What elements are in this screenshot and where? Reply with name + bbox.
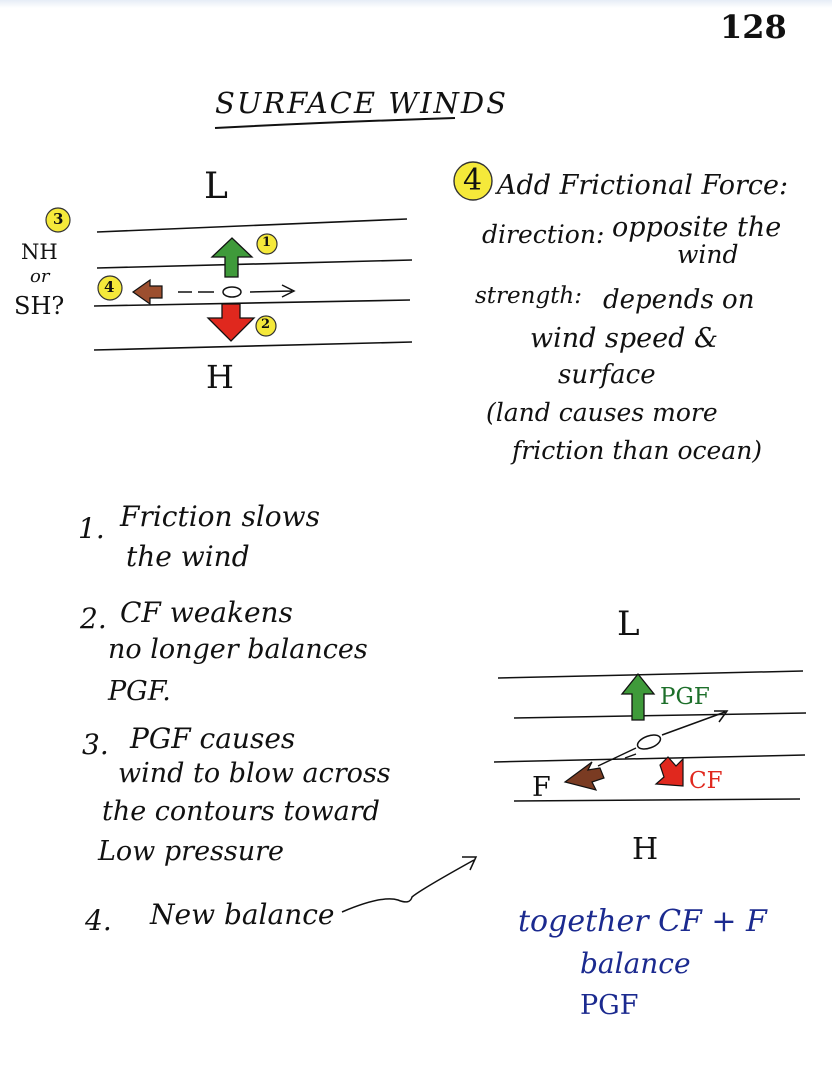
badge-4-step-circle: [453, 161, 493, 201]
left-contours: [93, 218, 413, 351]
list-item-4-number: 4.: [85, 904, 112, 937]
right-contours: [493, 670, 807, 802]
list-item-4-line1: New balance: [150, 898, 335, 931]
list-item-2-line2: no longer balances: [108, 634, 368, 665]
hemisphere-nh: NH: [21, 240, 58, 264]
list-item-1-line1: Friction slows: [120, 500, 320, 533]
badge-1-circle: [256, 233, 278, 255]
step4-strength-1: depends on: [603, 285, 755, 315]
list-item-3-line1: PGF causes: [130, 722, 296, 755]
step4-direction-text: opposite the: [612, 212, 782, 243]
title-underline: [214, 117, 456, 129]
right-wind-arrow: [661, 710, 729, 736]
right-f-label: F: [532, 772, 551, 803]
right-wind-tail: [597, 747, 637, 767]
list-item-2-line1: CF weakens: [120, 596, 293, 629]
left-low-label: L: [204, 166, 228, 207]
left-cf-arrow: [206, 303, 256, 342]
page-top-edge: [0, 0, 832, 8]
step4-direction-label: direction:: [482, 220, 605, 249]
step4-strength-2: wind speed &: [530, 323, 718, 354]
right-friction-arrow: [563, 761, 605, 791]
conclusion-line3: PGF: [580, 990, 639, 1021]
page-number: 128: [720, 8, 787, 46]
right-cf-arrow: [654, 756, 684, 787]
left-wind-arrow: [249, 284, 296, 298]
right-pgf-arrow: [620, 672, 656, 721]
step4-badge-label: 4: [463, 163, 483, 198]
right-cf-label: CF: [689, 768, 723, 794]
left-high-label: H: [206, 358, 234, 396]
badge-2-circle: [255, 315, 277, 337]
step4-strength-label: strength:: [475, 283, 582, 309]
step4-line1: Add Frictional Force:: [497, 170, 789, 201]
step4-note-1: (land causes more: [486, 398, 718, 427]
left-friction-arrow: [131, 278, 163, 306]
hemisphere-or: or: [30, 266, 50, 287]
left-pgf-arrow: [210, 237, 254, 278]
list-item-3-line4: Low pressure: [98, 836, 285, 867]
left-air-parcel: [222, 286, 242, 298]
conclusion-line1: together CF + F: [518, 904, 767, 939]
right-high-label: H: [632, 832, 659, 867]
step4-note-2: friction than ocean): [512, 436, 763, 465]
badge-1-label: 1: [262, 235, 272, 250]
hemisphere-sh: SH?: [14, 292, 65, 320]
list-item-2-number: 2.: [80, 602, 107, 635]
badge-2-label: 2: [261, 317, 271, 332]
list-item-3-line3: the contours toward: [102, 796, 380, 827]
step4-direction-text2: wind: [677, 240, 739, 269]
badge-3-label: 3: [53, 210, 64, 228]
badge-4-left-label: 4: [104, 278, 115, 296]
new-balance-arrow: [341, 856, 478, 913]
step4-strength-3: surface: [558, 360, 656, 390]
right-low-label: L: [617, 604, 640, 644]
list-item-3-line2: wind to blow across: [118, 758, 391, 789]
right-pgf-label: PGF: [660, 684, 710, 710]
list-item-3-number: 3.: [82, 728, 109, 761]
list-item-1-line2: the wind: [126, 540, 250, 573]
badge-4-left-circle: [97, 275, 123, 301]
page-title: SURFACE WINDS: [215, 86, 509, 120]
list-item-1-number: 1.: [78, 512, 105, 545]
conclusion-line2: balance: [580, 947, 691, 980]
badge-3-circle: [45, 207, 71, 233]
list-item-2-line3: PGF.: [108, 676, 171, 707]
right-air-parcel: [636, 734, 662, 750]
